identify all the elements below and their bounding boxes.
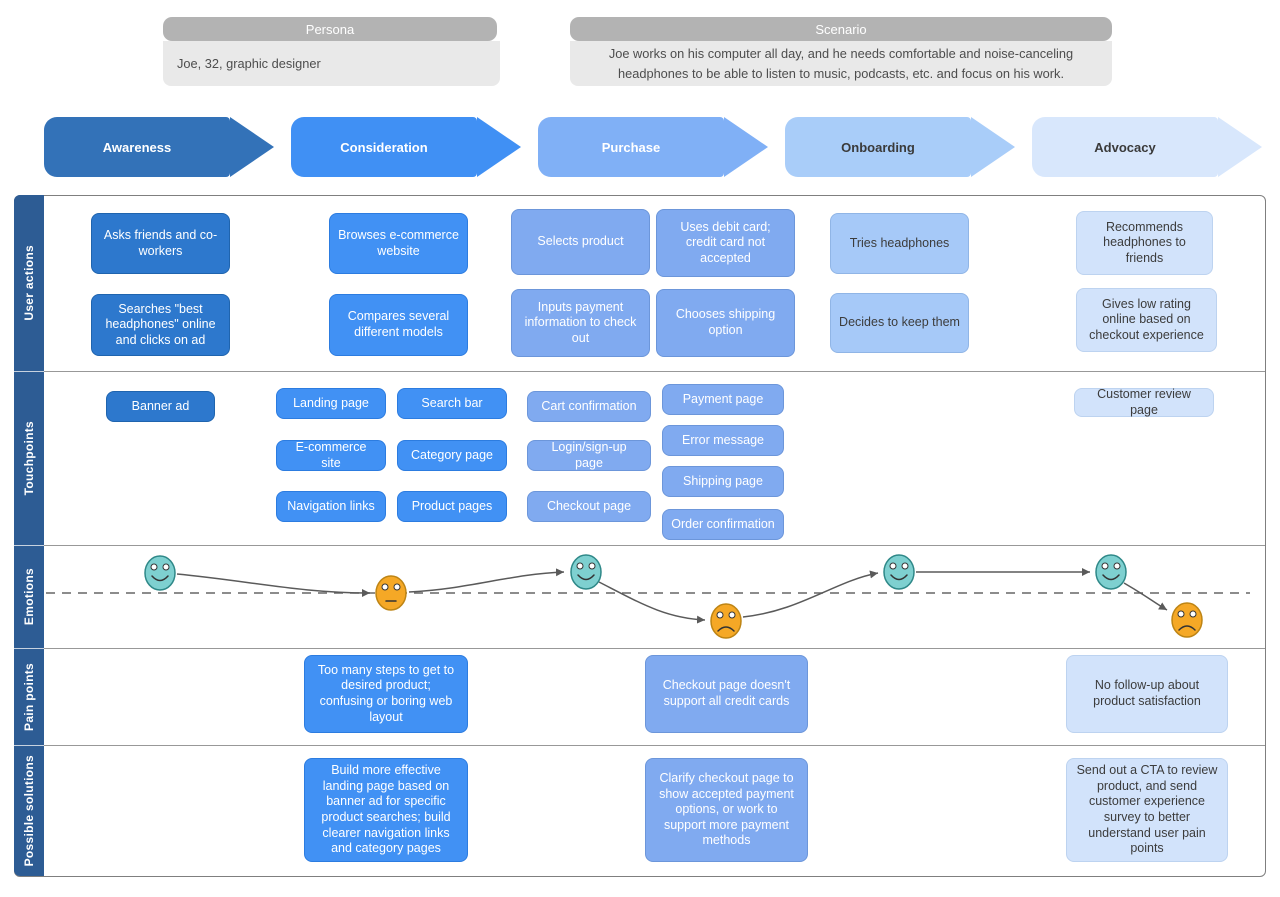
touchpoint-card[interactable]: Error message <box>662 425 784 456</box>
stage-arrow-purchase[interactable]: Purchase <box>538 117 768 177</box>
user-action-card[interactable]: Browses e-commerce website <box>329 213 468 274</box>
neutral-face-icon[interactable] <box>375 575 407 611</box>
happy-face-icon[interactable] <box>1095 554 1127 590</box>
pain-point-card[interactable]: Too many steps to get to desired product… <box>304 655 468 733</box>
stage-arrow-advocacy[interactable]: Advocacy <box>1032 117 1262 177</box>
user-action-card[interactable]: Gives low rating online based on checkou… <box>1076 288 1217 352</box>
emotion-connector <box>598 581 706 624</box>
touchpoint-card[interactable]: Landing page <box>276 388 386 419</box>
scenario-description: Joe works on his computer all day, and h… <box>608 46 1074 81</box>
user-action-card[interactable]: Tries headphones <box>830 213 969 274</box>
scenario-header: Scenario <box>570 17 1112 41</box>
scenario-card[interactable]: Joe works on his computer all day, and h… <box>570 41 1112 86</box>
persona-description: Joe, 32, graphic designer <box>177 55 321 71</box>
row-divider <box>44 648 1265 649</box>
happy-face-icon[interactable] <box>883 554 915 590</box>
touchpoint-card[interactable]: Order confirmation <box>662 509 784 540</box>
touchpoint-card[interactable]: Login/sign-up page <box>527 440 651 471</box>
touchpoint-card[interactable]: Shipping page <box>662 466 784 497</box>
row-label-text: Possible solutions <box>22 755 36 867</box>
user-action-card[interactable]: Asks friends and co-workers <box>91 213 230 274</box>
row-label-user-actions: User actions <box>14 195 44 371</box>
row-label-text: Pain points <box>22 663 36 731</box>
touchpoint-card[interactable]: Category page <box>397 440 507 471</box>
row-divider <box>44 545 1265 546</box>
touchpoint-card[interactable]: Navigation links <box>276 491 386 522</box>
touchpoint-card[interactable]: E-commerce site <box>276 440 386 471</box>
stage-arrow-consideration[interactable]: Consideration <box>291 117 521 177</box>
touchpoint-card[interactable]: Cart confirmation <box>527 391 651 422</box>
user-action-card[interactable]: Compares several different models <box>329 294 468 356</box>
row-label-text: Touchpoints <box>22 421 36 496</box>
emotion-connector <box>1123 582 1168 611</box>
touchpoint-card[interactable]: Product pages <box>397 491 507 522</box>
emotion-connectors <box>176 568 1168 624</box>
emotion-connector <box>176 573 371 597</box>
sad-face-icon[interactable] <box>710 603 742 639</box>
row-divider <box>44 745 1265 746</box>
user-action-card[interactable]: Uses debit card; credit card not accepte… <box>656 209 795 277</box>
sad-face-icon[interactable] <box>1171 602 1203 638</box>
persona-header: Persona <box>163 17 497 41</box>
touchpoint-card[interactable]: Search bar <box>397 388 507 419</box>
pain-point-card[interactable]: Checkout page doesn't support all credit… <box>645 655 808 733</box>
stage-arrow-awareness[interactable]: Awareness <box>44 117 274 177</box>
emotions-chart <box>46 554 1250 639</box>
row-label-text: User actions <box>22 245 36 321</box>
happy-face-icon[interactable] <box>144 555 176 591</box>
persona-card[interactable]: Joe, 32, graphic designer <box>163 41 500 86</box>
touchpoint-card[interactable]: Banner ad <box>106 391 215 422</box>
row-label-possible-solutions: Possible solutions <box>14 745 44 876</box>
emotion-connector <box>408 568 565 593</box>
row-divider <box>44 371 1265 372</box>
row-label-touchpoints: Touchpoints <box>14 371 44 545</box>
user-action-card[interactable]: Decides to keep them <box>830 293 969 353</box>
user-action-card[interactable]: Inputs payment information to check out <box>511 289 650 357</box>
stage-arrow-onboarding[interactable]: Onboarding <box>785 117 1015 177</box>
touchpoint-card[interactable]: Payment page <box>662 384 784 415</box>
emotion-connector <box>742 570 879 618</box>
user-action-card[interactable]: Recommends headphones to friends <box>1076 211 1213 275</box>
happy-face-icon[interactable] <box>570 554 602 590</box>
solution-card[interactable]: Build more effective landing page based … <box>304 758 468 862</box>
user-action-card[interactable]: Searches "best headphones" online and cl… <box>91 294 230 356</box>
user-action-card[interactable]: Selects product <box>511 209 650 275</box>
solution-card[interactable]: Send out a CTA to review product, and se… <box>1066 758 1228 862</box>
user-action-card[interactable]: Chooses shipping option <box>656 289 795 357</box>
touchpoint-card[interactable]: Checkout page <box>527 491 651 522</box>
touchpoint-card[interactable]: Customer review page <box>1074 387 1214 417</box>
row-label-emotions: Emotions <box>14 545 44 648</box>
row-label-pain-points: Pain points <box>14 648 44 745</box>
pain-point-card[interactable]: No follow-up about product satisfaction <box>1066 655 1228 733</box>
solution-card[interactable]: Clarify checkout page to show accepted p… <box>645 758 808 862</box>
